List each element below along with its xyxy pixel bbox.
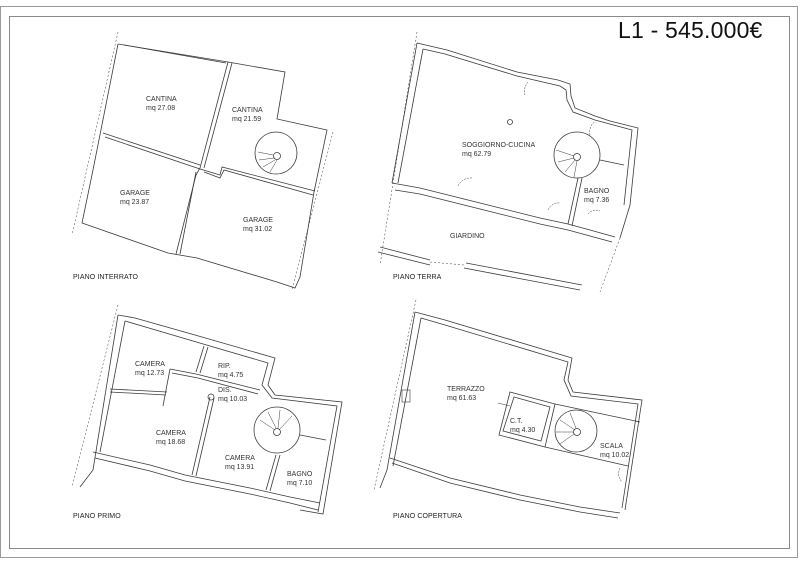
room-area: mq 7.10 bbox=[287, 480, 313, 487]
room-area: mq 12.73 bbox=[135, 370, 165, 377]
room-name: C.T. bbox=[510, 418, 523, 425]
room-name: GARAGE bbox=[243, 217, 273, 224]
room-garage-1: GARAGE mq 23.87 bbox=[120, 189, 150, 207]
room-cantina-2: CANTINA mq 21.59 bbox=[232, 106, 263, 124]
plan-piano-primo bbox=[71, 304, 343, 515]
room-terrazzo: TERRAZZO mq 61.63 bbox=[447, 385, 485, 403]
room-ripostiglio: RIP. mq 4.75 bbox=[218, 362, 243, 380]
room-name: RIP. bbox=[218, 363, 231, 370]
room-name: CAMERA bbox=[225, 455, 255, 462]
room-garage-2: GARAGE mq 31.02 bbox=[243, 216, 273, 234]
room-area: mq 23.87 bbox=[120, 199, 150, 206]
room-area: mq 27.08 bbox=[146, 105, 176, 112]
room-area: mq 31.02 bbox=[243, 226, 273, 233]
room-area: mq 61.63 bbox=[447, 395, 477, 402]
room-name: CAMERA bbox=[156, 430, 186, 437]
room-area: mq 7.36 bbox=[584, 197, 610, 204]
floor-label-copertura: PIANO COPERTURA bbox=[393, 513, 463, 520]
inner-frame bbox=[9, 16, 790, 549]
room-name: BAGNO bbox=[287, 471, 313, 478]
room-area: mq 4.75 bbox=[218, 372, 244, 379]
room-name: SCALA bbox=[600, 443, 623, 450]
room-area: mq 21.59 bbox=[232, 116, 262, 123]
room-name: CANTINA bbox=[146, 96, 177, 103]
room-camera-2: CAMERA mq 18.68 bbox=[156, 429, 186, 447]
plan-piano-interrato bbox=[71, 31, 334, 291]
room-name: GIARDINO bbox=[450, 233, 485, 240]
listing-title-price: L1 - 545.000€ bbox=[618, 17, 763, 43]
room-camera-3: CAMERA mq 13.91 bbox=[225, 454, 255, 472]
floor-label-interrato: PIANO INTERRATO bbox=[73, 274, 139, 281]
room-giardino: GIARDINO bbox=[450, 232, 485, 241]
room-scala: SCALA mq 10.02 bbox=[600, 442, 629, 460]
room-centrale-termica: C.T. mq 4.30 bbox=[510, 417, 535, 435]
floor-label-terra: PIANO TERRA bbox=[393, 274, 442, 281]
room-area: mq 4.30 bbox=[510, 427, 536, 434]
room-area: mq 18.68 bbox=[156, 439, 186, 446]
room-area: mq 62.79 bbox=[462, 151, 492, 158]
room-bagno-terra: BAGNO mq 7.36 bbox=[584, 187, 609, 205]
plan-piano-copertura bbox=[373, 299, 643, 519]
room-soggiorno-cucina: SOGGIORNO-CUCINA mq 62.79 bbox=[462, 141, 535, 159]
room-area: mq 13.91 bbox=[225, 464, 255, 471]
plan-piano-terra bbox=[377, 31, 639, 293]
room-camera-1: CAMERA mq 12.73 bbox=[135, 360, 165, 378]
room-disimpegno: DIS. mq 10.03 bbox=[218, 386, 247, 404]
room-name: BAGNO bbox=[584, 188, 610, 195]
room-name: CAMERA bbox=[135, 361, 165, 368]
floor-label-primo: PIANO PRIMO bbox=[73, 513, 121, 520]
outer-frame bbox=[0, 6, 798, 558]
room-name: CANTINA bbox=[232, 107, 263, 114]
room-area: mq 10.03 bbox=[218, 396, 248, 403]
room-area: mq 10.02 bbox=[600, 452, 630, 459]
room-name: SOGGIORNO-CUCINA bbox=[462, 142, 536, 149]
room-bagno-primo: BAGNO mq 7.10 bbox=[287, 470, 312, 488]
room-cantina-1: CANTINA mq 27.08 bbox=[146, 95, 177, 113]
room-name: DIS. bbox=[218, 387, 232, 394]
room-name: GARAGE bbox=[120, 190, 150, 197]
room-name: TERRAZZO bbox=[447, 386, 485, 393]
